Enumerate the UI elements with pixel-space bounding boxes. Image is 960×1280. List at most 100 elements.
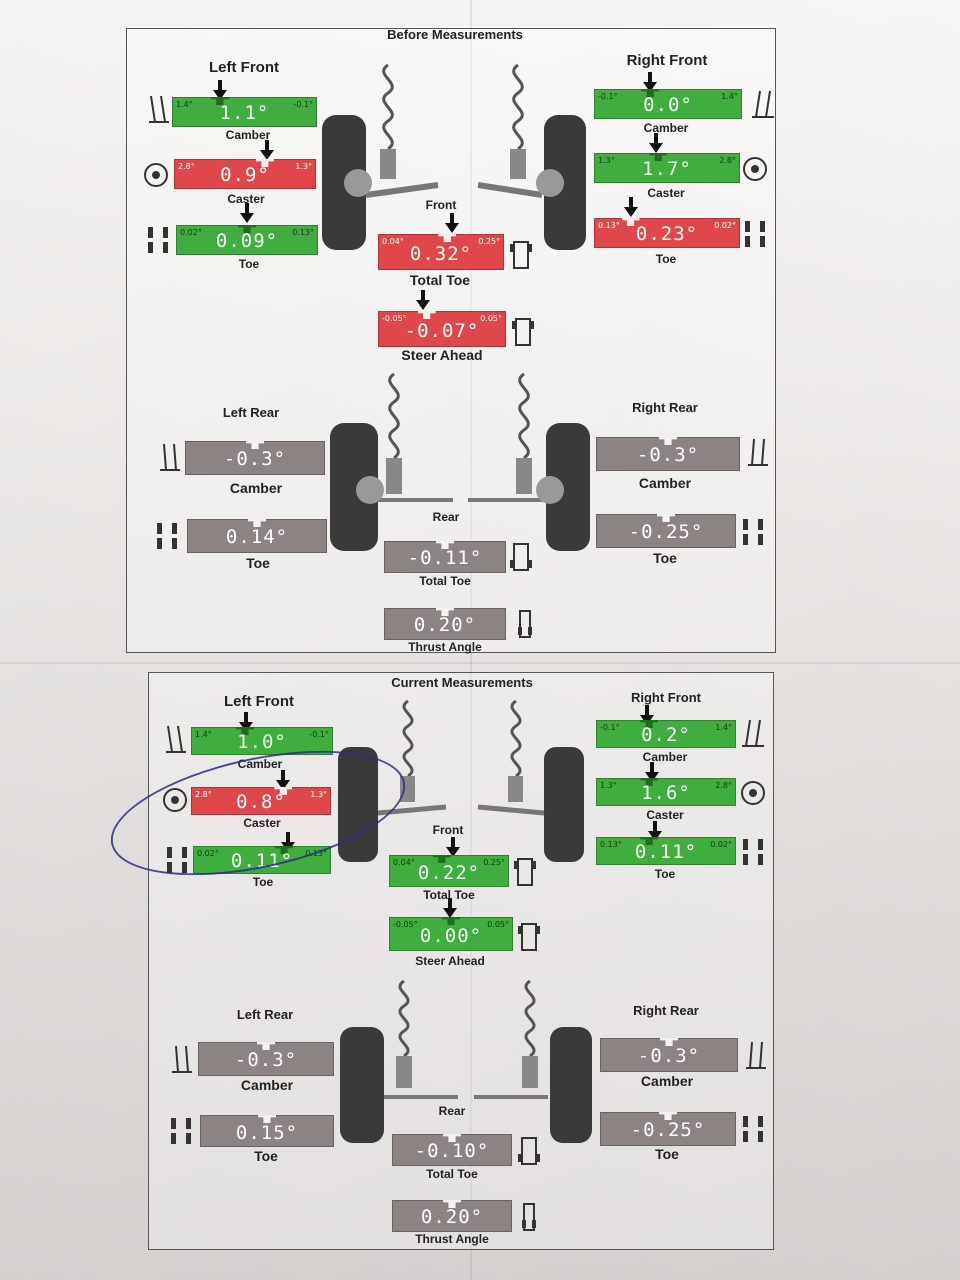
- gauge-notch: [640, 720, 659, 728]
- current-rf-toe-label: Toe: [654, 867, 676, 881]
- gauge-notch: [248, 519, 266, 527]
- camber-diagram-icon: [752, 90, 774, 118]
- gauge-max: 2.8°: [719, 156, 736, 165]
- before-front-total-toe-gauge: 0.04° 0.25° 0.32°: [378, 234, 504, 270]
- gauge-notch: [438, 234, 457, 242]
- gauge-value: -0.3°: [223, 448, 287, 470]
- gauge-notch: [640, 778, 659, 786]
- before-rr-toe-gauge: -0.25°: [596, 514, 736, 548]
- current-lf-caster-gauge: 2.8° 1.3° 0.8°: [191, 787, 331, 815]
- before-rf-caster-pointer: [649, 133, 663, 153]
- current-rr-toe-gauge: -0.25°: [600, 1112, 736, 1146]
- gauge-min: -0.1°: [598, 92, 618, 101]
- gauge-notch: [432, 855, 451, 863]
- before-rf-toe-pointer: [624, 197, 638, 217]
- gauge-notch: [659, 437, 677, 445]
- gauge-value: 0.32°: [409, 243, 473, 265]
- current-rf-caster-label: Caster: [646, 808, 684, 822]
- current-right-front-heading: Right Front: [630, 690, 702, 705]
- gauge-bar: [596, 837, 736, 865]
- gauge-value: 0.11°: [230, 850, 294, 872]
- gauge-max: 0.13°: [305, 849, 327, 858]
- gauge-notch: [436, 608, 454, 616]
- gauge-value: 0.14°: [225, 526, 289, 548]
- gauge-notch: [275, 846, 294, 854]
- before-lr-camber-gauge: -0.3°: [185, 441, 325, 475]
- gauge-min: 2.8°: [195, 790, 212, 799]
- current-front-total-toe-gauge: 0.04° 0.25° 0.22°: [389, 855, 509, 887]
- gauge-notch: [255, 159, 274, 167]
- gauge-min: 0.13°: [600, 840, 622, 849]
- current-lf-toe-gauge: 0.02° 0.13° 0.11°: [193, 846, 331, 874]
- gauge-notch: [640, 837, 659, 845]
- current-measurements-title: Current Measurements: [391, 675, 533, 690]
- before-lr-toe-label: Toe: [246, 555, 270, 571]
- gauge-value: 0.0°: [643, 94, 693, 116]
- gauge-notch: [641, 89, 660, 97]
- gauge-value: 0.9°: [220, 164, 270, 186]
- gauge-max: 1.4°: [721, 92, 738, 101]
- before-measurements-title: Before Measurements: [387, 27, 523, 42]
- before-rf-caster-gauge: 1.3° 2.8° 1.7°: [594, 153, 740, 183]
- vehicle-top-icon: [510, 241, 532, 269]
- toe-diagram-icon: [745, 221, 765, 247]
- toe-diagram-icon: [171, 1118, 191, 1144]
- vehicle-top-icon: [518, 923, 540, 951]
- gauge-bar: [594, 218, 740, 248]
- paper-fold-horizontal: [0, 662, 960, 664]
- gauge-notch: [258, 1115, 276, 1123]
- gauge-value: 1.7°: [642, 158, 692, 180]
- gauge-notch: [238, 225, 256, 233]
- toe-diagram-icon: [157, 523, 177, 549]
- caster-diagram-icon: [163, 788, 187, 812]
- before-steer-ahead-pointer: [416, 290, 430, 310]
- gauge-min: 1.4°: [195, 730, 212, 739]
- gauge-min: 1.3°: [598, 156, 615, 165]
- gauge-value: 0.00°: [419, 925, 483, 947]
- before-rr-toe-label: Toe: [653, 550, 677, 566]
- before-rf-camber-label: Camber: [643, 121, 689, 135]
- gauge-min: 2.8°: [178, 162, 195, 171]
- gauge-max: 0.13°: [292, 228, 314, 237]
- gauge-value: 0.23°: [635, 223, 699, 245]
- gauge-min: 0.02°: [180, 228, 202, 237]
- before-front-heading: Front: [425, 198, 457, 212]
- gauge-min: 1.3°: [600, 781, 617, 790]
- before-lf-toe-gauge: 0.02° 0.13° 0.09°: [176, 225, 318, 255]
- gauge-value: -0.3°: [234, 1049, 298, 1071]
- current-lf-caster-label: Caster: [243, 816, 281, 830]
- gauge-notch: [442, 917, 460, 925]
- toe-diagram-icon: [743, 839, 763, 865]
- gauge-notch: [417, 311, 436, 319]
- gauge-max: 0.25°: [478, 237, 500, 246]
- gauge-bar: [191, 787, 331, 815]
- before-lf-caster-gauge: 2.8° 1.3° 0.9°: [174, 159, 316, 189]
- gauge-bar: [594, 89, 742, 119]
- gauge-value: -0.07°: [404, 320, 480, 342]
- current-steer-ahead-label: Steer Ahead: [415, 954, 485, 968]
- gauge-value: -0.11°: [407, 547, 483, 569]
- vehicle-top-icon: [512, 318, 534, 346]
- before-rf-toe-gauge: 0.13° 0.02° 0.23°: [594, 218, 740, 248]
- gauge-value: 1.1°: [219, 102, 270, 124]
- gauge-notch: [621, 218, 640, 226]
- gauge-bar: [174, 159, 316, 189]
- gauge-max: 0.05°: [480, 314, 502, 323]
- gauge-bar: [392, 1134, 512, 1166]
- current-rf-toe-gauge: 0.13° 0.02° 0.11°: [596, 837, 736, 865]
- caster-diagram-icon: [741, 781, 765, 805]
- current-lr-toe-gauge: 0.15°: [200, 1115, 334, 1147]
- current-rf-camber-gauge: -0.1° 1.4° 0.2°: [596, 720, 736, 748]
- current-steer-ahead-pointer: [443, 898, 457, 918]
- camber-diagram-icon: [149, 95, 169, 123]
- before-lf-caster-pointer: [260, 140, 274, 160]
- camber-diagram-icon: [742, 719, 764, 747]
- before-lf-camber-gauge: 1.4° -0.1° 1.1°: [172, 97, 317, 127]
- gauge-notch: [210, 97, 229, 105]
- before-lf-camber-label: Camber: [225, 128, 271, 142]
- toe-diagram-icon: [167, 847, 187, 873]
- gauge-max: -0.1°: [309, 730, 329, 739]
- current-lr-camber-label: Camber: [240, 1077, 294, 1093]
- current-rear-heading: Rear: [438, 1104, 466, 1118]
- gauge-value: 0.20°: [413, 614, 477, 636]
